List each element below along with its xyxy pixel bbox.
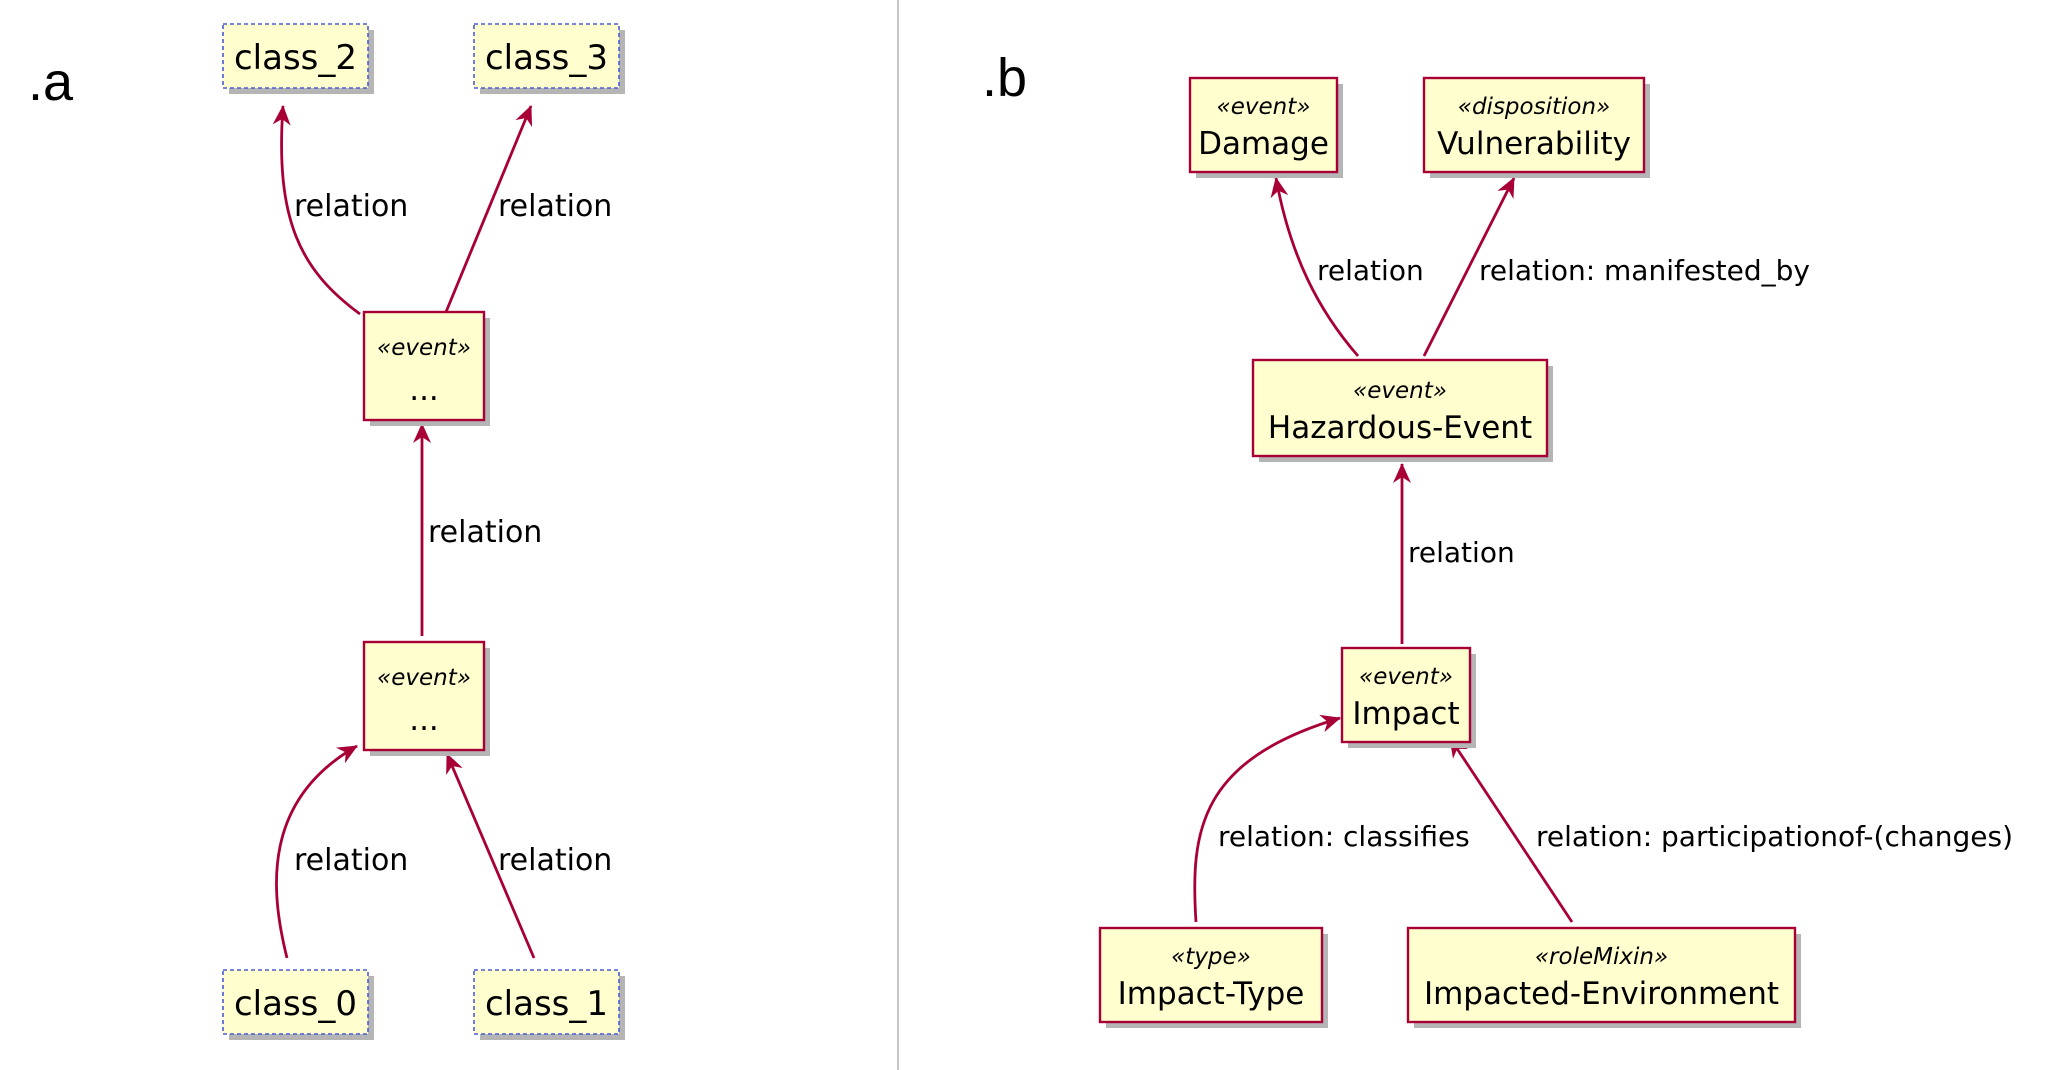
edge-class-1-to-lower — [445, 753, 536, 959]
panel-b-edges — [1193, 177, 1574, 923]
edge-label-env-to-impact: relation: participationof-(changes) — [1536, 820, 2013, 853]
node-impact-name: Impact — [1352, 696, 1459, 732]
node-impact-stereotype: «event» — [1359, 664, 1453, 690]
node-impact-type-stereotype: «type» — [1171, 944, 1251, 970]
node-class-2[interactable]: class_2 — [222, 23, 374, 94]
edge-label-to-class-3: relation — [498, 189, 612, 224]
node-class-2-name: class_2 — [234, 38, 357, 78]
node-event-upper[interactable]: «event» ... — [362, 310, 490, 426]
node-impacted-environment[interactable]: «roleMixin» Impacted-Environment — [1406, 926, 1801, 1028]
node-class-1-name: class_1 — [485, 984, 608, 1024]
edge-label-lower-to-upper: relation — [428, 515, 542, 550]
node-impacted-environment-name: Impacted-Environment — [1424, 976, 1779, 1012]
edge-class-0-to-lower — [275, 744, 358, 959]
node-damage-stereotype: «event» — [1217, 94, 1311, 120]
panel-a: .a relation relation relation relation r… — [28, 23, 625, 1040]
edge-label-to-class-2: relation — [294, 189, 408, 224]
node-class-1[interactable]: class_1 — [473, 969, 625, 1040]
panel-b-label: .b — [982, 48, 1027, 108]
node-event-lower[interactable]: «event» ... — [362, 640, 490, 756]
edge-label-to-damage: relation — [1317, 254, 1424, 287]
node-event-lower-stereotype: «event» — [377, 665, 471, 691]
node-event-upper-name: ... — [409, 372, 439, 408]
edge-label-type-to-impact: relation: classifies — [1218, 820, 1470, 853]
edge-label-impact-to-hazard: relation — [1408, 536, 1515, 569]
node-impacted-environment-stereotype: «roleMixin» — [1535, 944, 1668, 970]
node-hazardous-event-stereotype: «event» — [1353, 378, 1447, 404]
edge-to-damage — [1270, 177, 1360, 357]
node-class-3-name: class_3 — [485, 38, 608, 78]
node-class-0[interactable]: class_0 — [222, 969, 374, 1040]
node-class-0-name: class_0 — [234, 984, 357, 1024]
edge-to-class-3 — [444, 105, 533, 313]
node-hazardous-event[interactable]: «event» Hazardous-Event — [1251, 358, 1553, 462]
node-impact-type-name: Impact-Type — [1118, 976, 1305, 1012]
edge-type-to-impact — [1193, 714, 1341, 923]
node-event-upper-stereotype: «event» — [377, 335, 471, 361]
node-event-lower-name: ... — [409, 702, 439, 738]
panel-a-edges — [272, 105, 536, 959]
node-damage-name: Damage — [1198, 126, 1329, 162]
edge-label-class-0-to-lower: relation — [294, 843, 408, 878]
node-vulnerability-stereotype: «disposition» — [1458, 94, 1610, 120]
node-impact-type[interactable]: «type» Impact-Type — [1098, 926, 1328, 1028]
edge-label-to-vulnerability: relation: manifested_by — [1479, 254, 1810, 287]
node-hazardous-event-name: Hazardous-Event — [1268, 410, 1532, 446]
panel-b: .b relation relation: manifested_by rela… — [982, 48, 2013, 1028]
edge-to-class-2 — [272, 105, 361, 316]
edge-label-class-1-to-lower: relation — [498, 843, 612, 878]
node-vulnerability[interactable]: «disposition» Vulnerability — [1422, 76, 1650, 178]
edge-env-to-impact — [1448, 737, 1574, 923]
node-class-3[interactable]: class_3 — [473, 23, 625, 94]
node-vulnerability-name: Vulnerability — [1437, 126, 1631, 162]
node-impact[interactable]: «event» Impact — [1340, 646, 1476, 748]
edge-to-vulnerability — [1422, 177, 1516, 357]
node-damage[interactable]: «event» Damage — [1188, 76, 1343, 178]
panel-a-label: .a — [28, 52, 74, 112]
